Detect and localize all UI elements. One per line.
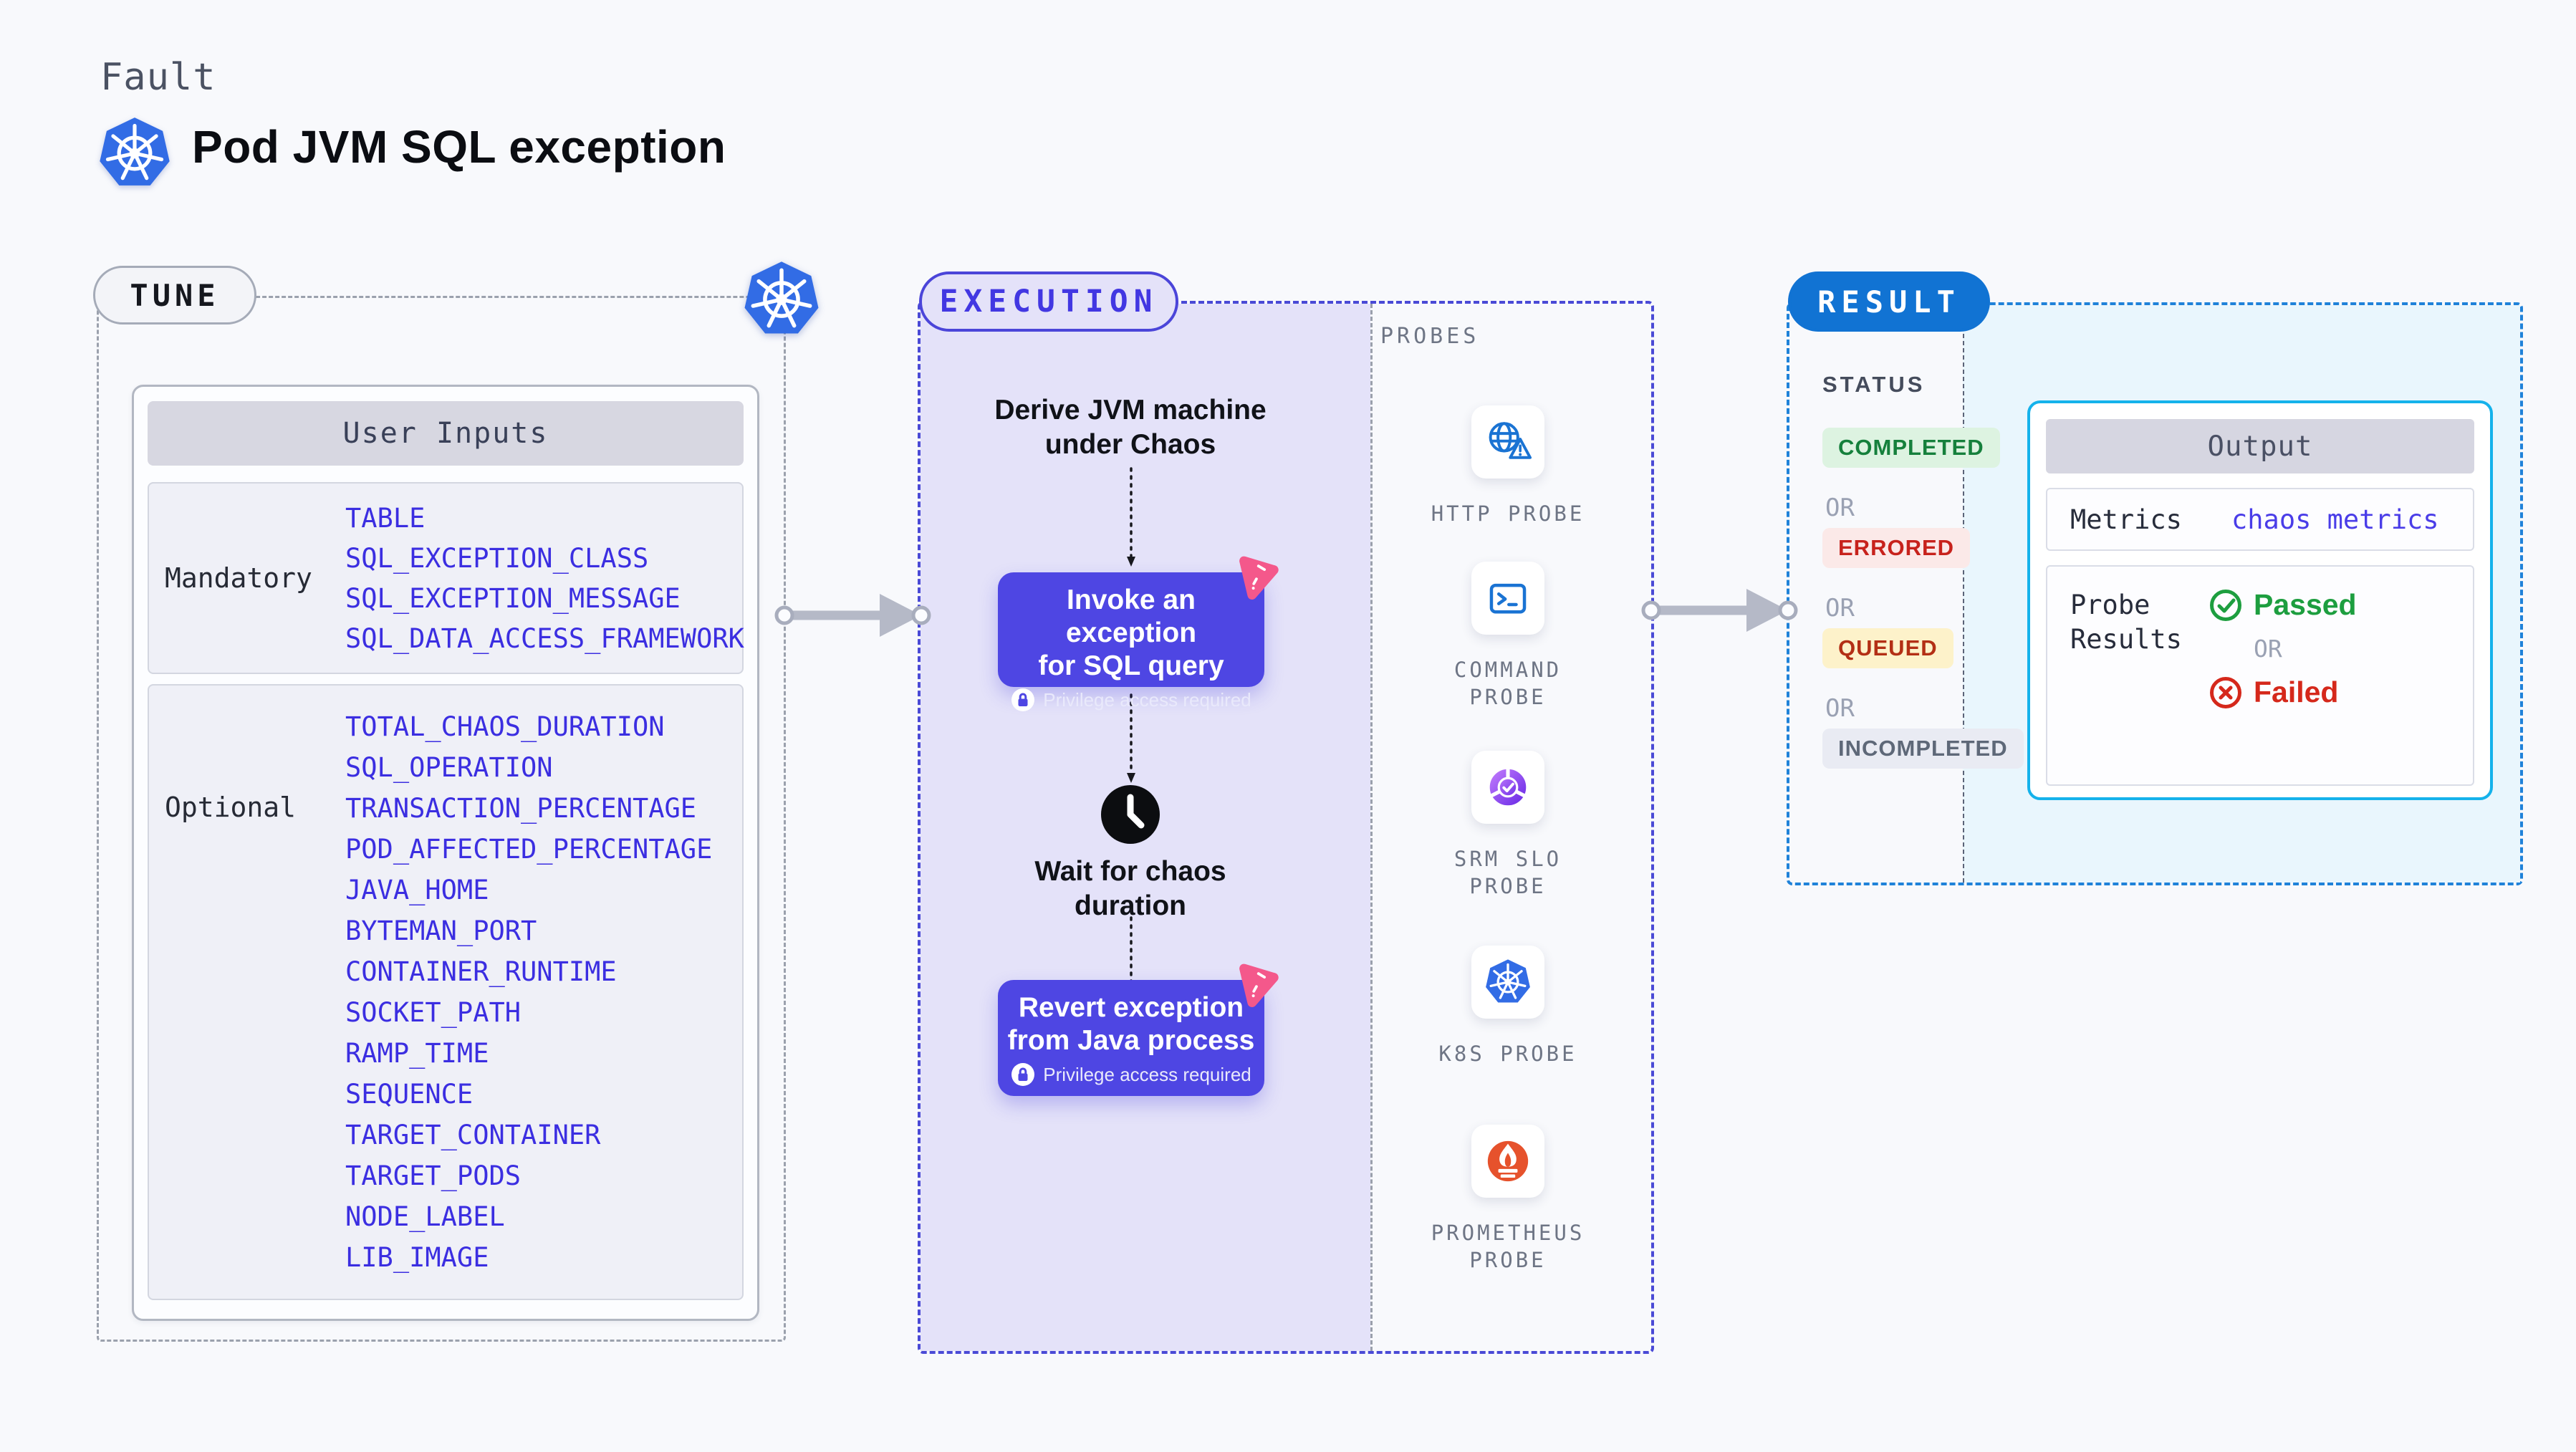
- mandatory-params-list: TABLE SQL_EXCEPTION_CLASS SQL_EXCEPTION_…: [345, 484, 744, 673]
- prometheus-probe-icon: [1487, 1140, 1529, 1182]
- wait-step-text: Wait for chaos duration: [1034, 856, 1226, 921]
- param-link[interactable]: POD_AFFECTED_PERCENTAGE: [345, 834, 713, 865]
- or-separator: OR: [2254, 635, 2282, 663]
- status-divider: [1963, 305, 1964, 883]
- http-probe-icon: [1489, 422, 1532, 459]
- or-separator: OR: [1825, 694, 1855, 723]
- privilege-badge: Privilege access required: [998, 688, 1264, 712]
- kubernetes-icon: [742, 256, 821, 342]
- probe-results-box: Probe Results Passed OR Fai: [2046, 565, 2474, 786]
- chaos-icon: [1230, 957, 1284, 1011]
- status-header: STATUS: [1822, 372, 1926, 397]
- param-link[interactable]: TABLE: [345, 502, 426, 534]
- fault-kicker: Fault: [100, 56, 216, 99]
- flow-arrow-down: [1127, 693, 1135, 783]
- status-badge-queued: QUEUED: [1822, 628, 1953, 668]
- passed-label: Passed: [2254, 588, 2357, 621]
- user-inputs-header: User Inputs: [148, 401, 744, 466]
- param-link[interactable]: BYTEMAN_PORT: [345, 915, 537, 946]
- execution-to-result-arrow: [1641, 589, 1798, 632]
- clock-icon: [1101, 785, 1160, 844]
- probe-label: K8S PROBE: [1438, 1042, 1577, 1066]
- lock-icon: [1011, 688, 1035, 712]
- privilege-badge: Privilege access required: [998, 1062, 1264, 1087]
- invoke-exception-step[interactable]: Invoke an exception for SQL query Privil…: [998, 572, 1264, 687]
- status-badge-incompleted: INCOMPLETED: [1822, 729, 2024, 769]
- tune-to-execution-arrow: [774, 594, 931, 637]
- k8s-probe-icon: [1484, 958, 1532, 1006]
- kubernetes-icon: [97, 113, 172, 193]
- probe-card-prometheus[interactable]: [1471, 1125, 1544, 1198]
- chaos-icon: [1230, 549, 1284, 604]
- param-link[interactable]: TARGET_PODS: [345, 1160, 522, 1191]
- output-header: Output: [2046, 419, 2474, 473]
- or-separator: OR: [1825, 494, 1855, 522]
- srm-slo-probe-icon: [1489, 766, 1527, 806]
- probe-card-srm-slo[interactable]: [1471, 751, 1544, 824]
- probe-results-label: Probe Results: [2070, 590, 2182, 655]
- param-link[interactable]: SOCKET_PATH: [345, 997, 522, 1028]
- param-link[interactable]: TARGET_CONTAINER: [345, 1120, 601, 1150]
- mandatory-params-group: Mandatory TABLE SQL_EXCEPTION_CLASS SQL_…: [148, 482, 744, 674]
- page-title: Pod JVM SQL exception: [192, 121, 726, 173]
- tune-pill: TUNE: [93, 266, 256, 324]
- or-separator: OR: [1825, 594, 1855, 622]
- result-pill: RESULT: [1788, 271, 1990, 332]
- probe-card-k8s[interactable]: [1471, 946, 1544, 1019]
- probe-card-command[interactable]: [1471, 562, 1544, 635]
- x-circle-icon: [2210, 676, 2241, 708]
- probe-card-http[interactable]: [1471, 405, 1544, 479]
- metrics-value[interactable]: chaos metrics: [2231, 504, 2439, 535]
- param-link[interactable]: NODE_LABEL: [345, 1201, 505, 1232]
- metrics-row: Metrics chaos metrics: [2046, 488, 2474, 551]
- check-circle-icon: [2210, 589, 2241, 621]
- flow-arrow-down: [1127, 467, 1135, 567]
- param-link[interactable]: SQL_EXCEPTION_CLASS: [345, 542, 649, 574]
- probe-label: SRM SLO PROBE: [1453, 847, 1562, 898]
- param-link[interactable]: TOTAL_CHAOS_DURATION: [345, 711, 665, 742]
- param-link[interactable]: SQL_OPERATION: [345, 752, 553, 783]
- metrics-label: Metrics: [2070, 504, 2182, 535]
- tune-section: [97, 296, 786, 1342]
- status-badge-completed: COMPLETED: [1822, 428, 2000, 468]
- status-badge-errored: ERRORED: [1822, 528, 1971, 568]
- probe-label: HTTP PROBE: [1431, 501, 1585, 526]
- probe-label: PROMETHEUS PROBE: [1431, 1221, 1585, 1272]
- param-link[interactable]: RAMP_TIME: [345, 1038, 489, 1069]
- optional-label: Optional: [165, 792, 297, 823]
- param-link[interactable]: SEQUENCE: [345, 1079, 474, 1110]
- param-link[interactable]: JAVA_HOME: [345, 875, 489, 905]
- probe-passed-row: Passed: [2209, 588, 2357, 622]
- param-link[interactable]: SQL_DATA_ACCESS_FRAMEWORK: [345, 622, 744, 654]
- probe-label: COMMAND PROBE: [1453, 658, 1562, 709]
- param-link[interactable]: TRANSACTION_PERCENTAGE: [345, 793, 697, 824]
- param-link[interactable]: CONTAINER_RUNTIME: [345, 956, 617, 987]
- optional-params-list: TOTAL_CHAOS_DURATION SQL_OPERATION TRANS…: [345, 686, 712, 1299]
- failed-label: Failed: [2254, 675, 2339, 708]
- mandatory-label: Mandatory: [165, 562, 312, 594]
- probes-divider: [1370, 304, 1373, 1351]
- probe-failed-row: Failed: [2209, 675, 2357, 709]
- command-probe-icon: [1489, 583, 1527, 614]
- param-link[interactable]: SQL_EXCEPTION_MESSAGE: [345, 582, 681, 614]
- lock-icon: [1011, 1062, 1035, 1087]
- derive-step-text: Derive JVM machine under Chaos: [994, 395, 1267, 460]
- param-link[interactable]: LIB_IMAGE: [345, 1242, 489, 1273]
- probes-header: PROBES: [1380, 324, 1480, 349]
- optional-params-group: Optional TOTAL_CHAOS_DURATION SQL_OPERAT…: [148, 684, 744, 1300]
- revert-exception-step[interactable]: Revert exception from Java process Privi…: [998, 980, 1264, 1096]
- execution-pill: EXECUTION: [919, 271, 1178, 332]
- output-card: Output Metrics chaos metrics Probe Resul…: [2027, 400, 2493, 800]
